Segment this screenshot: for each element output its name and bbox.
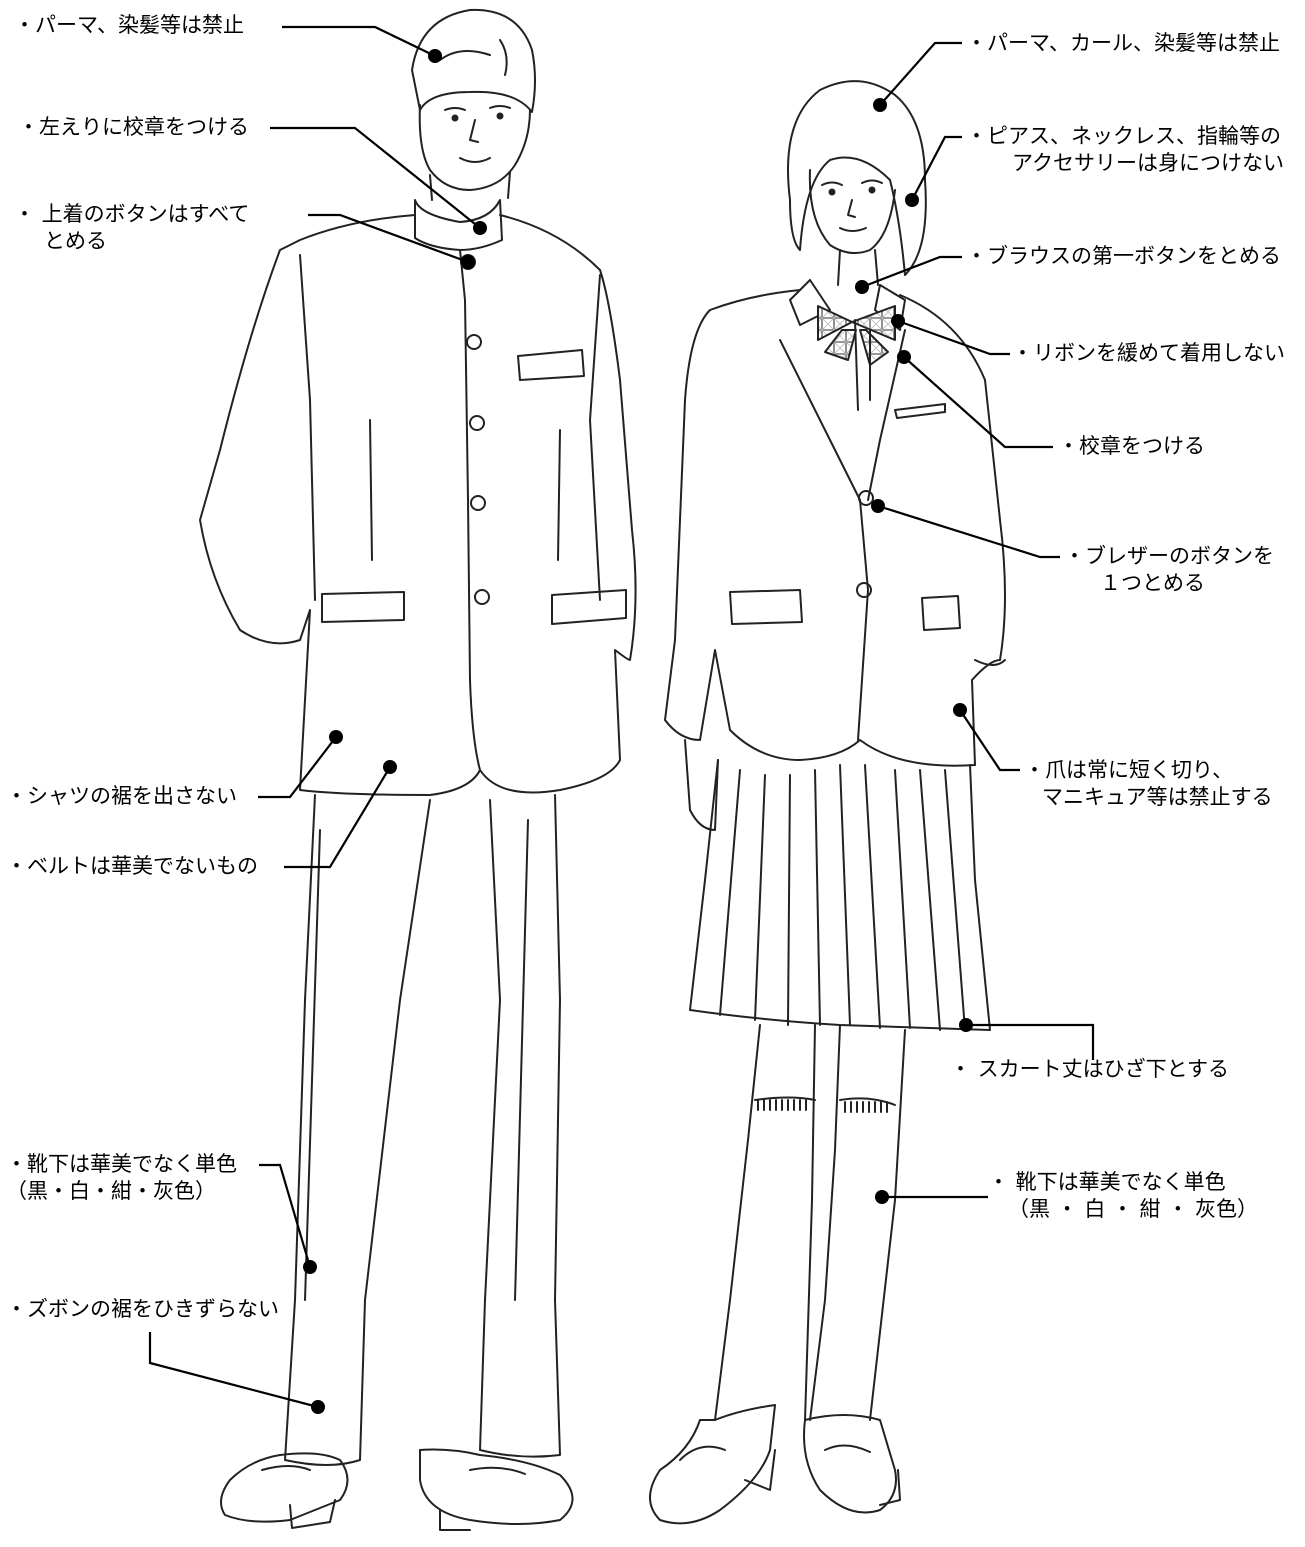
label-male-shirt-line1: ・シャツの裾を出さない: [6, 784, 237, 808]
label-male-perm: ・パーマ、染髪等は禁止: [14, 12, 244, 39]
label-female-socks-line2: （黒 ・ 白 ・ 紺 ・ 灰色）: [1007, 1197, 1259, 1221]
label-male-belt-line1: ・ベルトは華美でないもの: [6, 854, 258, 878]
line-female-blazer: [877, 504, 1060, 559]
line-female-perm: [879, 41, 962, 106]
female-shoe-left: [649, 1404, 776, 1525]
male-shoe-right: [419, 1448, 574, 1525]
label-female-blazer: ・ブレザーのボタンを １つとめる: [1064, 543, 1274, 597]
dot-male-badge: [473, 221, 487, 235]
label-female-accessory-line1: ・ピアス、ネックレス、指輪等の: [966, 124, 1281, 148]
label-female-perm: ・パーマ、カール、染髪等は禁止: [966, 30, 1280, 57]
dot-female-ribbon: [891, 314, 905, 328]
label-male-perm-line1: ・パーマ、染髪等は禁止: [14, 13, 244, 37]
label-female-accessory-line2: アクセサリーは身につけない: [1012, 151, 1284, 175]
line-female-accessory: [911, 135, 962, 201]
female-skirt: [689, 759, 991, 1031]
label-female-socks: ・ 靴下は華美でなく単色 （黒 ・ 白 ・ 紺 ・ 灰色）: [988, 1169, 1278, 1223]
line-male-shirt: [258, 736, 337, 799]
callout-dots: [303, 49, 973, 1414]
label-female-blazer-line2: １つとめる: [1100, 571, 1205, 595]
line-male-buttons: [308, 213, 469, 264]
male-collar: [414, 199, 503, 251]
label-female-nails: ・爪は常に短く切り、 マニキュア等は禁止する: [1024, 757, 1273, 811]
dot-female-accessory: [905, 193, 919, 207]
label-male-trousers: ・ズボンの裾をひきずらない: [6, 1296, 279, 1323]
female-student-illustration: [649, 80, 1006, 1525]
label-male-socks-line2: （黒・白・紺・灰色）: [6, 1179, 216, 1203]
dot-female-blazer: [871, 499, 885, 513]
dot-male-buttons: [461, 255, 475, 269]
dot-male-trousers: [311, 1400, 325, 1414]
line-female-skirt: [966, 1023, 1095, 1060]
male-jacket: [199, 214, 637, 796]
male-trousers: [284, 794, 431, 1466]
dot-male-perm: [428, 49, 442, 63]
label-male-belt: ・ベルトは華美でないもの: [6, 853, 258, 880]
label-female-nails-line2: マニキュア等は禁止する: [1042, 785, 1273, 809]
label-female-badge: ・校章をつける: [1058, 433, 1205, 460]
line-male-perm: [282, 25, 436, 57]
dot-female-socks: [875, 1190, 889, 1204]
label-female-blazer-line1: ・ブレザーのボタンを: [1064, 544, 1274, 568]
label-female-ribbon-line1: ・リボンを緩めて着用しない: [1012, 341, 1285, 365]
label-male-socks-line1: ・靴下は華美でなく単色: [6, 1152, 237, 1176]
line-female-ribbon: [897, 319, 1010, 356]
dot-female-badge: [897, 350, 911, 364]
label-male-socks: ・靴下は華美でなく単色 （黒・白・紺・灰色）: [6, 1151, 237, 1205]
dot-female-blouse: [855, 280, 869, 294]
label-female-blouse: ・ブラウスの第一ボタンをとめる: [966, 243, 1281, 270]
label-male-buttons: ・ 上着のボタンはすべて とめる: [14, 201, 249, 255]
male-hair: [411, 8, 536, 113]
line-male-trousers: [148, 1332, 319, 1409]
label-female-nails-line1: ・爪は常に短く切り、: [1024, 758, 1234, 782]
dot-female-perm: [873, 98, 887, 112]
label-female-badge-line1: ・校章をつける: [1058, 434, 1205, 458]
dot-male-socks: [303, 1260, 317, 1274]
line-female-nails: [959, 709, 1020, 772]
label-male-badge-line1: ・左えりに校章をつける: [18, 115, 249, 139]
label-female-blouse-line1: ・ブラウスの第一ボタンをとめる: [966, 244, 1281, 268]
dot-male-belt: [383, 760, 397, 774]
label-female-accessory: ・ピアス、ネックレス、指輪等の アクセサリーは身につけない: [966, 123, 1284, 177]
label-male-buttons-line2: とめる: [44, 229, 107, 253]
male-student-illustration: [199, 8, 637, 1531]
male-shoe-left: [220, 1452, 349, 1523]
label-male-badge: ・左えりに校章をつける: [18, 114, 249, 141]
label-female-ribbon: ・リボンを緩めて着用しない: [1012, 340, 1285, 367]
line-male-socks: [259, 1163, 312, 1268]
line-male-belt: [284, 766, 391, 869]
dot-female-nails: [953, 703, 967, 717]
label-male-shirt: ・シャツの裾を出さない: [6, 783, 237, 810]
line-female-blouse: [861, 255, 962, 289]
label-female-socks-line1: ・ 靴下は華美でなく単色: [988, 1170, 1226, 1194]
male-face: [418, 104, 531, 191]
label-male-trousers-line1: ・ズボンの裾をひきずらない: [6, 1297, 279, 1321]
female-hair: [787, 80, 927, 276]
line-female-badge: [903, 356, 1053, 449]
dot-male-shirt: [329, 730, 343, 744]
line-male-badge: [270, 126, 481, 229]
female-shoe-right: [803, 1414, 897, 1514]
label-female-perm-line1: ・パーマ、カール、染髪等は禁止: [966, 31, 1280, 55]
dot-female-skirt: [959, 1018, 973, 1032]
callout-lines: [148, 25, 1095, 1409]
label-male-buttons-line1: ・ 上着のボタンはすべて: [14, 202, 250, 226]
female-face: [808, 169, 896, 255]
female-blazer: [664, 289, 1006, 767]
label-female-skirt-line1: ・ スカート丈はひざ下とする: [950, 1057, 1230, 1081]
label-female-skirt: ・ スカート丈はひざ下とする: [950, 1056, 1229, 1083]
